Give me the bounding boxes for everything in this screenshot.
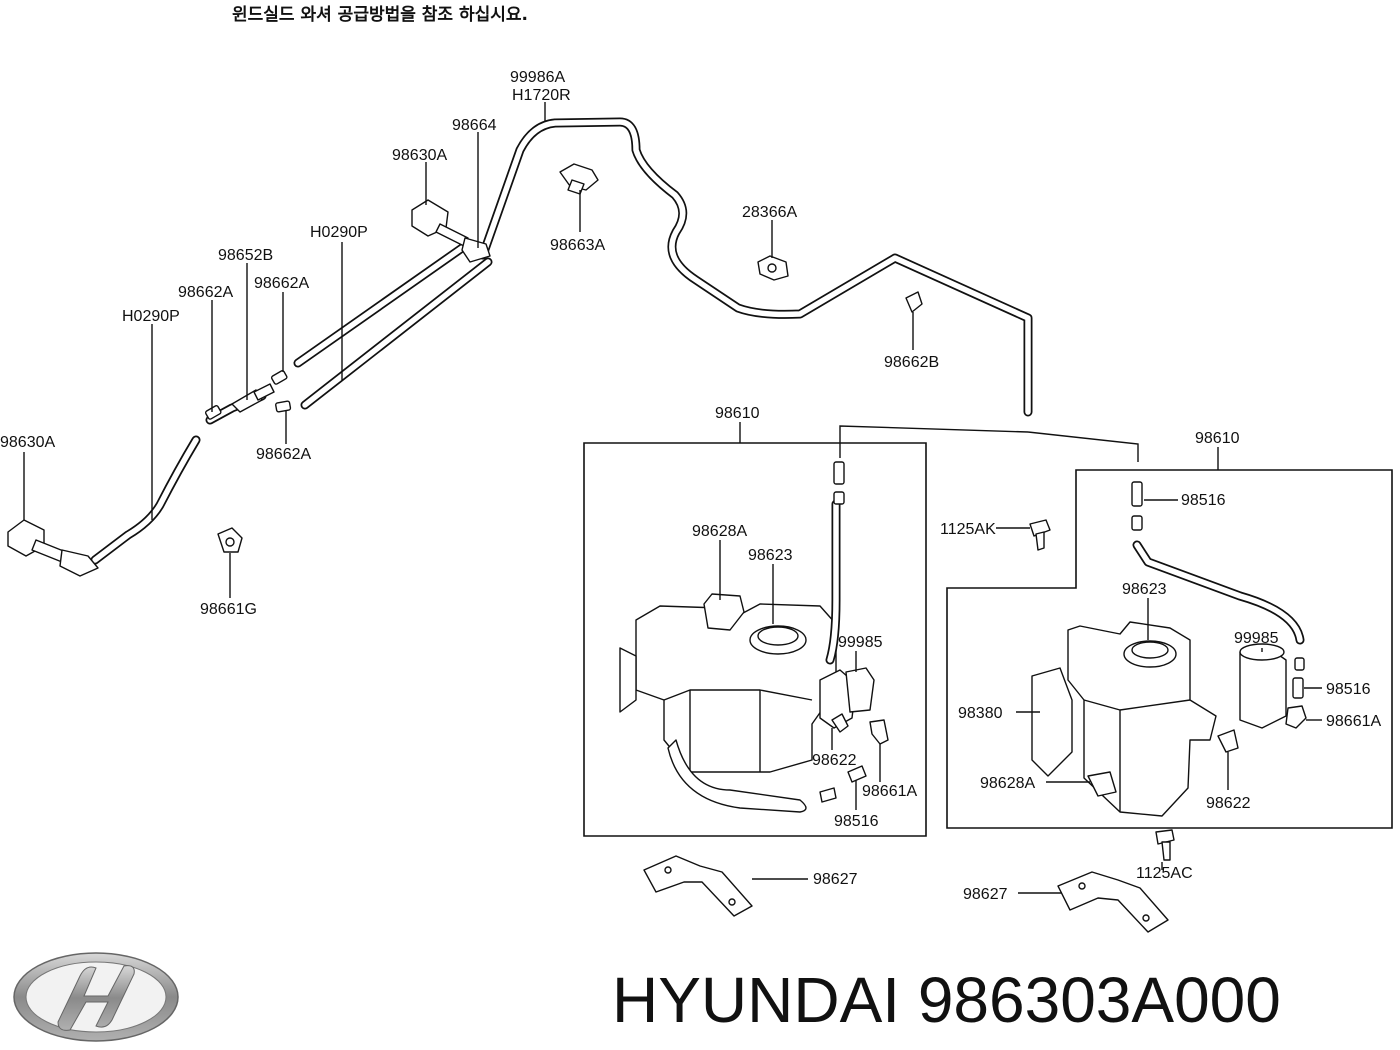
hose-main <box>478 117 1033 417</box>
label-98516-right: 98516 <box>1326 681 1371 698</box>
nozzle-98630A-left <box>7 519 99 577</box>
label-99985-left: 99985 <box>838 634 883 651</box>
label-98622-left: 98622 <box>812 752 857 769</box>
label-98627-left: 98627 <box>813 871 858 888</box>
label-98623-left: 98623 <box>748 547 793 564</box>
label-98628A-right: 98628A <box>980 775 1035 792</box>
label-98662B: 98662B <box>884 354 939 371</box>
bolt-1125AK <box>1029 519 1051 551</box>
label-99985-right: 99985 <box>1234 630 1279 647</box>
clip-98663A <box>559 163 599 195</box>
hose-right-box <box>1131 481 1307 729</box>
brand-part-number: HYUNDAI 986303A000 <box>612 964 1281 1036</box>
label-98627-right: 98627 <box>963 886 1008 903</box>
label-98662A-3: 98662A <box>256 446 311 463</box>
link-line-left <box>839 425 1029 458</box>
label-98630A-left: 98630A <box>0 434 55 451</box>
label-98516-left: 98516 <box>834 813 879 830</box>
label-98380: 98380 <box>958 705 1003 722</box>
label-98662A-2: 98662A <box>254 275 309 292</box>
label-H1720R: H1720R <box>512 87 571 104</box>
label-99986A: 99986A <box>510 69 565 86</box>
label-98652B: 98652B <box>218 247 273 264</box>
bracket-98627-left <box>643 855 753 917</box>
clip-98662B <box>905 291 923 313</box>
header-note: 윈드실드 와셔 공급방법을 참조 하십시요. <box>232 4 528 25</box>
hose-upper-left <box>293 243 493 410</box>
clip-98661G <box>217 527 243 553</box>
label-98623-right: 98623 <box>1122 581 1167 598</box>
label-98622-right: 98622 <box>1206 795 1251 812</box>
part-labels: 99986A H1720R 98664 98630A 98663A 28366A… <box>0 69 1381 903</box>
label-98664: 98664 <box>452 117 497 134</box>
nozzle-98630A-top <box>411 199 491 263</box>
label-98630A-top: 98630A <box>392 147 447 164</box>
hyundai-logo-icon <box>13 952 179 1042</box>
label-98663A: 98663A <box>550 237 605 254</box>
label-98662A-1: 98662A <box>178 284 233 301</box>
label-98661G: 98661G <box>200 601 257 618</box>
label-98516-top: 98516 <box>1181 492 1226 509</box>
bracket-98627-right <box>1057 871 1169 933</box>
leader-lines <box>23 102 1322 894</box>
label-98628A-left: 98628A <box>692 523 747 540</box>
label-98661A-right: 98661A <box>1326 713 1381 730</box>
clip-28366A <box>757 255 789 281</box>
label-98610-left: 98610 <box>715 405 760 422</box>
label-1125AC: 1125AC <box>1136 865 1193 882</box>
hose-left-box <box>825 461 845 665</box>
assembly-box-right <box>946 469 1393 829</box>
label-98610-right: 98610 <box>1195 430 1240 447</box>
label-H0290P-left: H0290P <box>122 308 180 325</box>
connector-98662A-set <box>204 370 292 420</box>
label-98661A-left: 98661A <box>862 783 917 800</box>
bolt-1125AC <box>1155 829 1175 861</box>
label-1125AK: 1125AK <box>940 521 996 538</box>
reservoir-tank-left <box>619 593 889 813</box>
label-28366A: 28366A <box>742 204 797 221</box>
label-H0290P-right: H0290P <box>310 224 368 241</box>
reservoir-tank-right <box>1031 621 1287 817</box>
link-line-right <box>1027 431 1139 462</box>
assembly-box-left <box>583 442 927 837</box>
